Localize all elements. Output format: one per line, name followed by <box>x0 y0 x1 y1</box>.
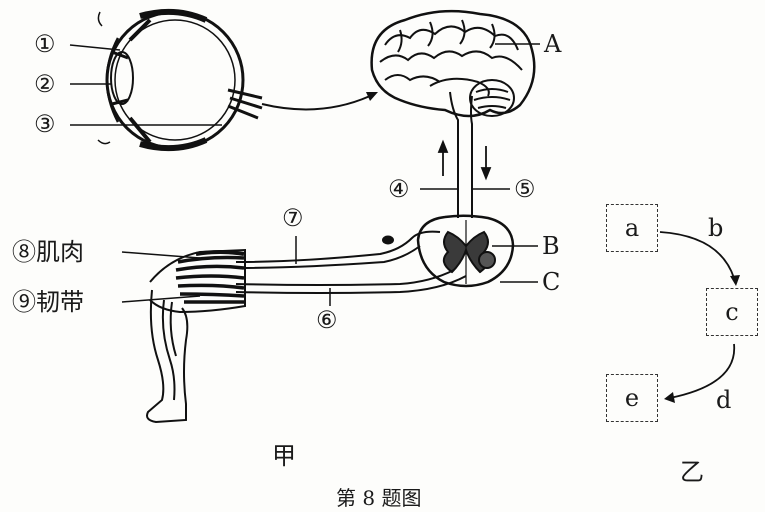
label-6: ⑥ <box>316 306 338 334</box>
flow-label-b: b <box>708 214 724 242</box>
label-muscle: ⑧肌肉 <box>12 238 84 266</box>
label-4: ④ <box>388 175 410 203</box>
label-ligament: ⑨韧带 <box>12 288 84 316</box>
label-1: ① <box>34 30 56 58</box>
label-5: ⑤ <box>514 175 536 203</box>
arrow-c-to-e <box>664 392 675 403</box>
flow-arrows <box>659 231 736 399</box>
descending-arrow <box>480 146 492 181</box>
flow-box-c: c <box>706 288 758 336</box>
arrow-a-to-c <box>730 275 740 286</box>
eye-leader-lines <box>69 44 222 126</box>
eye-illustration <box>97 8 263 152</box>
flow-box-a-label: a <box>624 214 640 242</box>
brain-illustration <box>370 9 536 142</box>
label-3: ③ <box>34 110 56 138</box>
spinal-cord-vertical <box>457 140 473 218</box>
label-2: ② <box>34 70 56 98</box>
caption-right: 乙 <box>680 458 704 486</box>
flow-box-c-label: c <box>725 298 739 326</box>
leg-illustration <box>146 248 246 424</box>
label-C: C <box>542 268 561 296</box>
nerve-fibers <box>235 230 467 294</box>
flow-box-e: e <box>606 374 658 422</box>
spinal-cord-section <box>416 214 515 288</box>
label-B: B <box>542 232 560 260</box>
label-7: ⑦ <box>282 204 304 232</box>
flow-box-a: a <box>606 204 658 252</box>
flow-label-d: d <box>716 386 732 414</box>
flow-box-e-label: e <box>624 384 640 412</box>
caption-left: 甲 <box>272 442 296 470</box>
ascending-arrow <box>437 139 449 176</box>
label-A: A <box>544 30 562 58</box>
eye-to-brain-arrow <box>261 95 371 111</box>
figure-caption: 第 8 题图 <box>336 486 422 510</box>
